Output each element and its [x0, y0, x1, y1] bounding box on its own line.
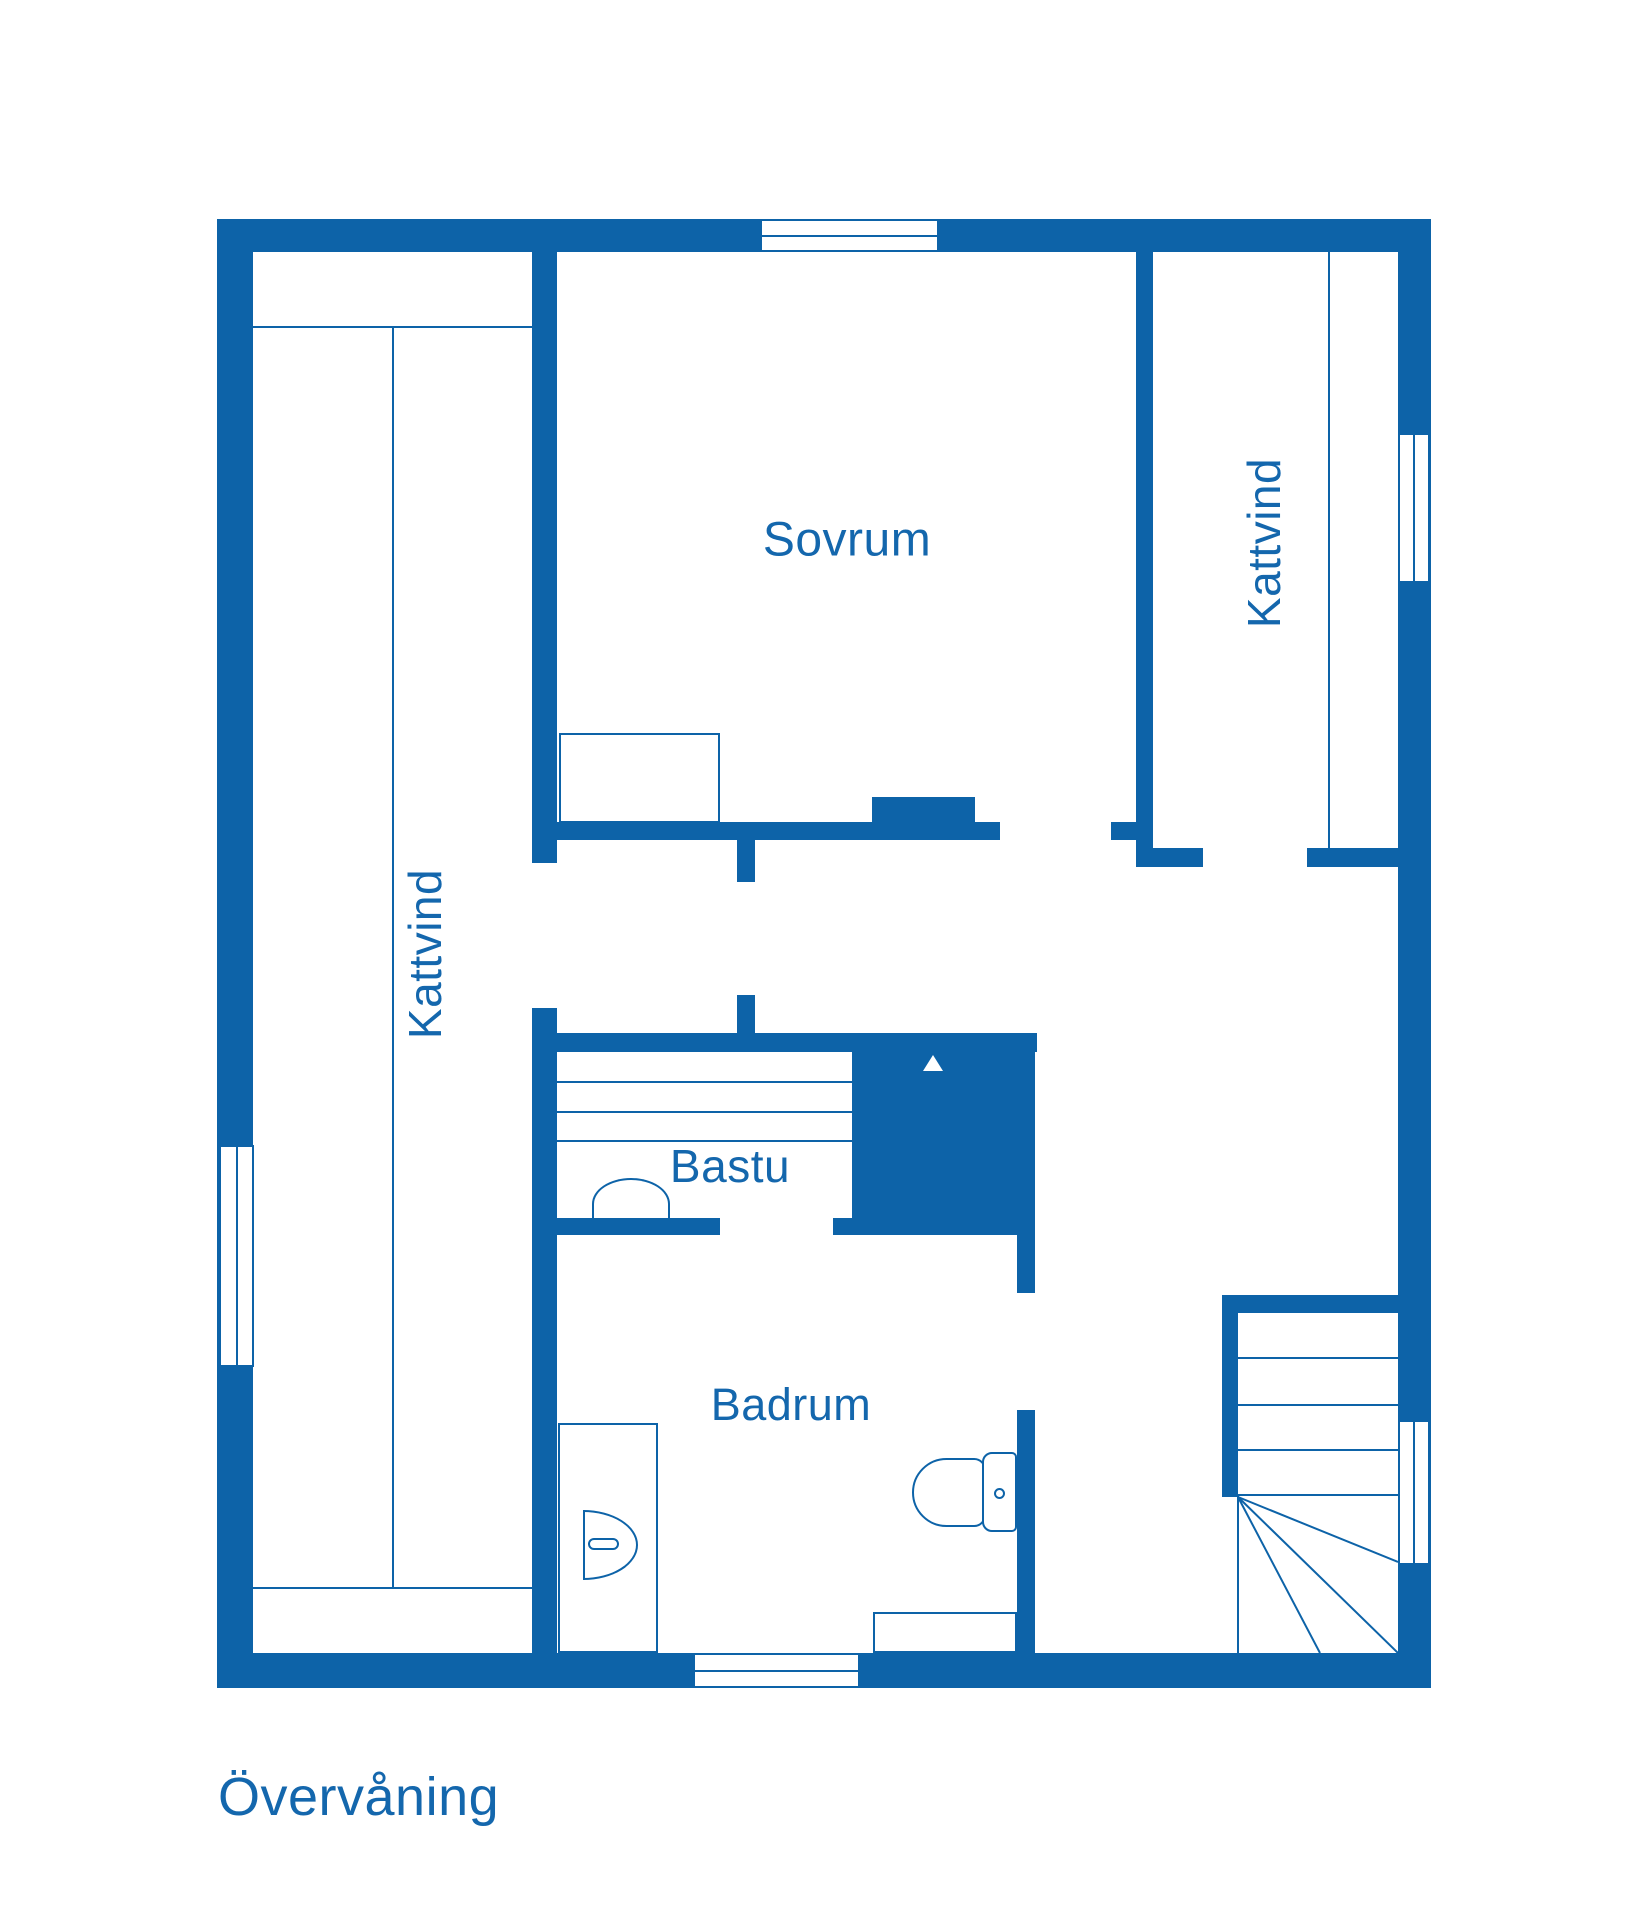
- window-bottom: [693, 1653, 860, 1688]
- stair-tread-line: [1238, 1449, 1398, 1451]
- room-label-bastu: Bastu: [669, 1140, 791, 1192]
- faucet-icon: [588, 1538, 619, 1550]
- plan-title: Övervåning: [218, 1767, 500, 1827]
- bed-outline: [559, 733, 720, 823]
- toilet-flush-button: [994, 1488, 1005, 1499]
- window-mullion: [1413, 434, 1415, 582]
- window-mullion: [235, 1146, 238, 1366]
- toilet-bowl: [912, 1458, 986, 1527]
- toilet-icon: [912, 1452, 1017, 1532]
- window-mullion: [694, 1669, 859, 1672]
- room-label-sovrum: Sovrum: [762, 513, 932, 567]
- sovrum-south-wall: [557, 822, 1000, 840]
- sink-cabinet: [558, 1423, 658, 1653]
- shower-tray: [873, 1612, 1017, 1653]
- sauna-bench-line: [557, 1081, 852, 1083]
- kattvind-right-south-wall: [1307, 848, 1398, 867]
- stair-tread-line: [1238, 1494, 1398, 1496]
- bastu-south-wall: [532, 1218, 720, 1235]
- up-arrow-icon: [923, 1055, 943, 1071]
- stair-north-wall: [1222, 1295, 1398, 1313]
- sauna-bench-line: [557, 1111, 852, 1113]
- interior-wall-kattvind-left-lower: [532, 1008, 557, 1653]
- stair-tread-line: [1238, 1404, 1398, 1406]
- window-right-lower: [1398, 1420, 1430, 1565]
- badrum-east-wall-upper: [1017, 1235, 1035, 1293]
- sovrum-wall-block: [872, 797, 975, 822]
- window-right-upper: [1398, 433, 1430, 583]
- stair-winder-lines: [1237, 1496, 1399, 1654]
- sauna-heater-icon: [592, 1178, 670, 1220]
- closet-line-bottom: [253, 1587, 532, 1589]
- window-top: [760, 219, 939, 252]
- badrum-east-wall-lower: [1017, 1410, 1035, 1653]
- room-label-kattvind-left: Kattvind: [399, 868, 451, 1040]
- stair-tread-line: [1238, 1357, 1398, 1359]
- room-label-badrum: Badrum: [710, 1379, 872, 1430]
- outer-wall-left: [217, 219, 253, 1688]
- hall-door-jamb-lower: [737, 995, 755, 1033]
- window-left: [219, 1145, 254, 1367]
- interior-wall-sovrum-right: [1136, 252, 1153, 848]
- hall-door-jamb-upper: [737, 840, 755, 882]
- sovrum-right-wall-foot: [1136, 848, 1203, 867]
- window-mullion: [1413, 1421, 1415, 1564]
- closet-divider-line: [392, 326, 394, 1589]
- interior-wall-kattvind-left-upper: [532, 252, 557, 863]
- sauna-bench-line: [557, 1140, 852, 1142]
- window-mullion: [761, 234, 938, 237]
- room-label-kattvind-right: Kattvind: [1238, 457, 1290, 629]
- sovrum-door-jamb: [1111, 822, 1136, 840]
- stair-west-wall: [1222, 1313, 1238, 1497]
- chimney-block: [852, 1035, 1035, 1235]
- staircase: [1222, 1295, 1431, 1654]
- stair-winder-edge: [1237, 1496, 1239, 1653]
- closet-line-right-kattvind: [1328, 252, 1330, 848]
